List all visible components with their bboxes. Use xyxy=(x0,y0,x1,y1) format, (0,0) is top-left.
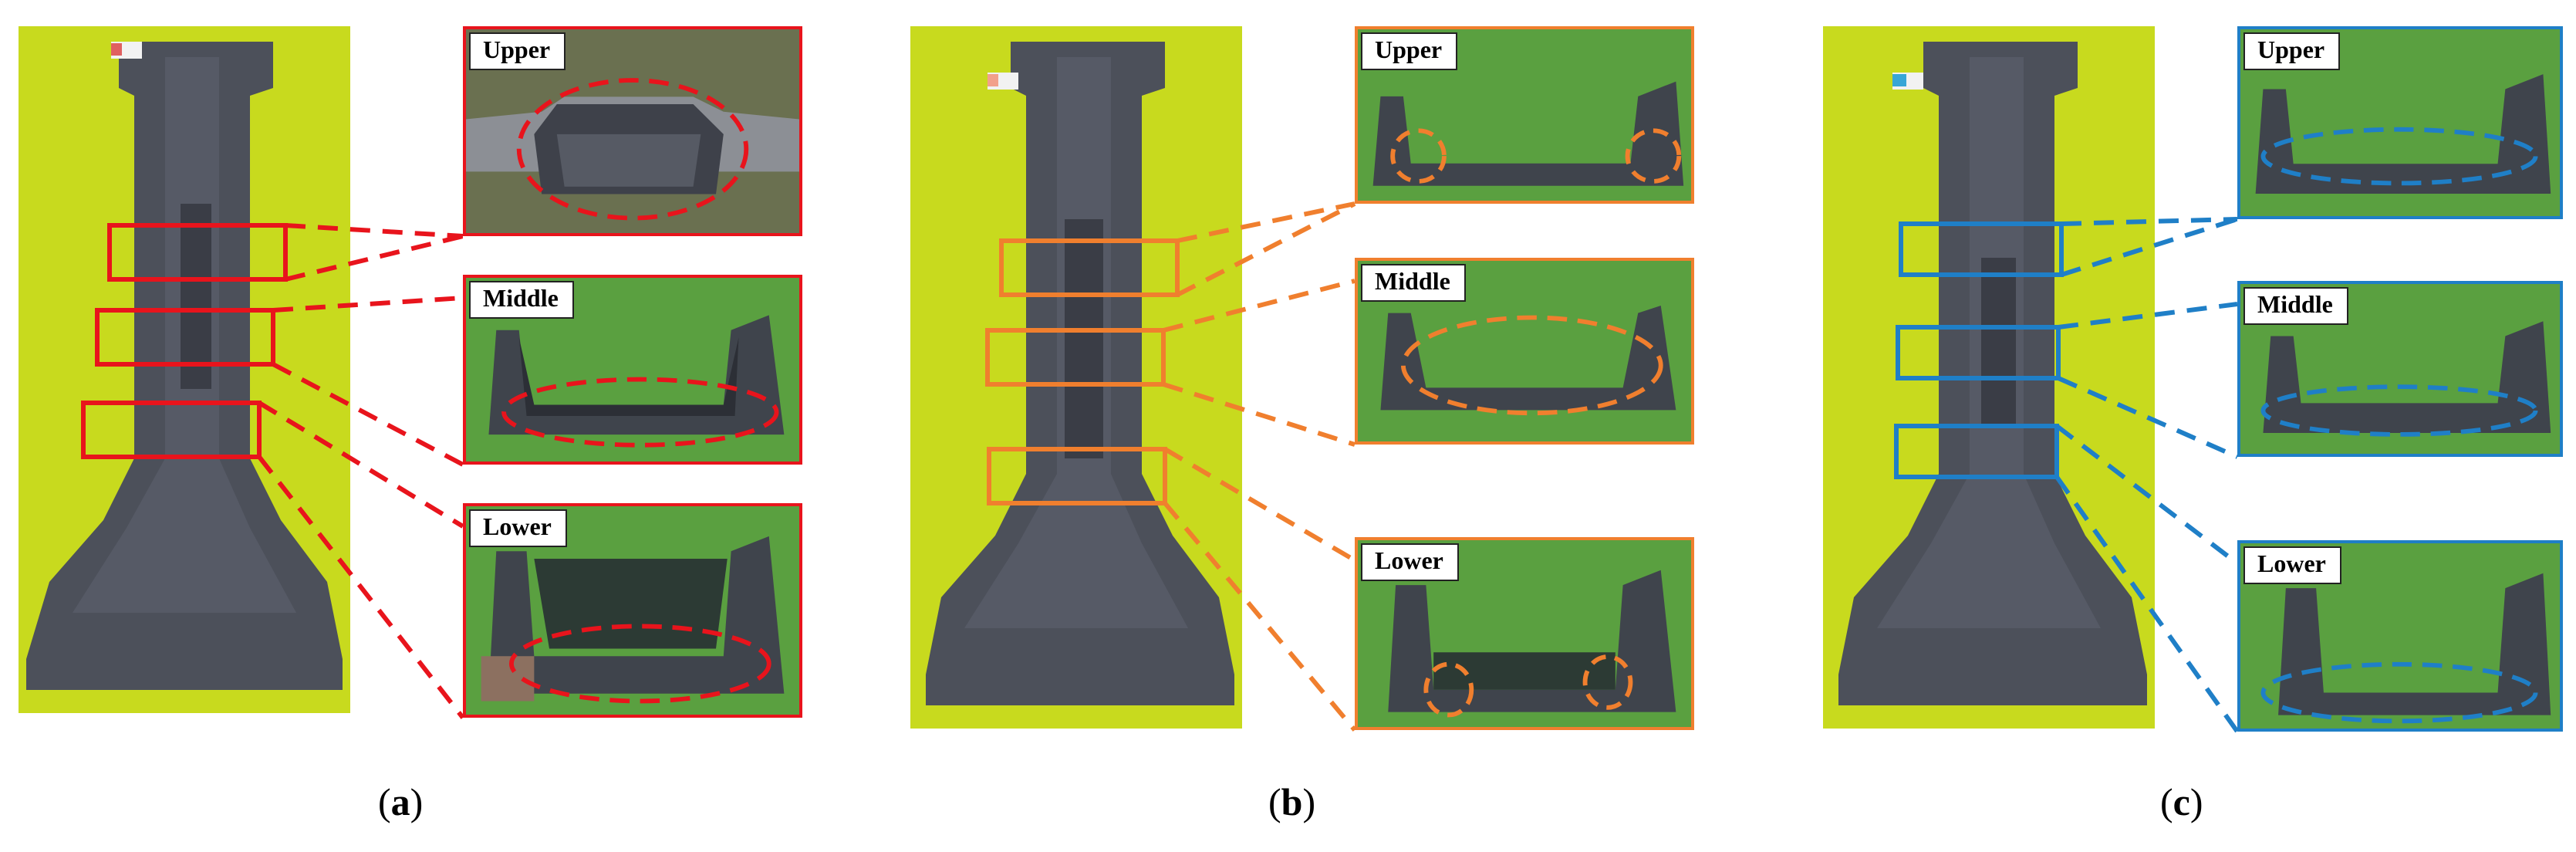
panel-c-inset-lower: Lower xyxy=(2237,540,2563,732)
inset-label: Lower xyxy=(1361,543,1459,581)
panel-b-inset-middle: Middle xyxy=(1355,258,1694,445)
panel-b-inset-upper: Upper xyxy=(1355,26,1694,204)
inset-image xyxy=(466,506,799,715)
inset-label: Lower xyxy=(469,509,567,547)
panel-a-inset-middle: Middle xyxy=(463,275,802,465)
caption-letter: b xyxy=(1281,780,1303,823)
panel-c-photo xyxy=(1823,26,2155,729)
panel-b-caption: (b) xyxy=(1268,780,1316,823)
inset-label: Middle xyxy=(2243,287,2348,325)
inset-image xyxy=(466,29,799,233)
caption-letter: c xyxy=(2173,780,2190,823)
inset-image xyxy=(2240,29,2560,216)
panel-b-photo xyxy=(910,26,1242,729)
panel-b-part-image xyxy=(910,26,1242,729)
panel-a-inset-lower: Lower xyxy=(463,503,802,718)
panel-a-photo xyxy=(19,26,350,713)
panel-c-inset-upper: Upper xyxy=(2237,26,2563,219)
inset-label: Upper xyxy=(2243,32,2341,70)
inset-image xyxy=(1358,261,1691,441)
caption-letter: a xyxy=(390,780,410,823)
panel-a-inset-upper: Upper xyxy=(463,26,802,236)
inset-label: Upper xyxy=(1361,32,1458,70)
panel-b-inset-lower: Lower xyxy=(1355,537,1694,730)
inset-label: Middle xyxy=(1361,264,1466,302)
inset-label: Middle xyxy=(469,281,574,319)
inset-label: Upper xyxy=(469,32,566,70)
panel-c-caption: (c) xyxy=(2160,780,2203,823)
panel-c-inset-middle: Middle xyxy=(2237,281,2563,457)
inset-label: Lower xyxy=(2243,546,2341,584)
panel-c-part-image xyxy=(1823,26,2155,729)
panel-a-part-image xyxy=(19,26,350,713)
panel-a-caption: (a) xyxy=(378,780,424,823)
